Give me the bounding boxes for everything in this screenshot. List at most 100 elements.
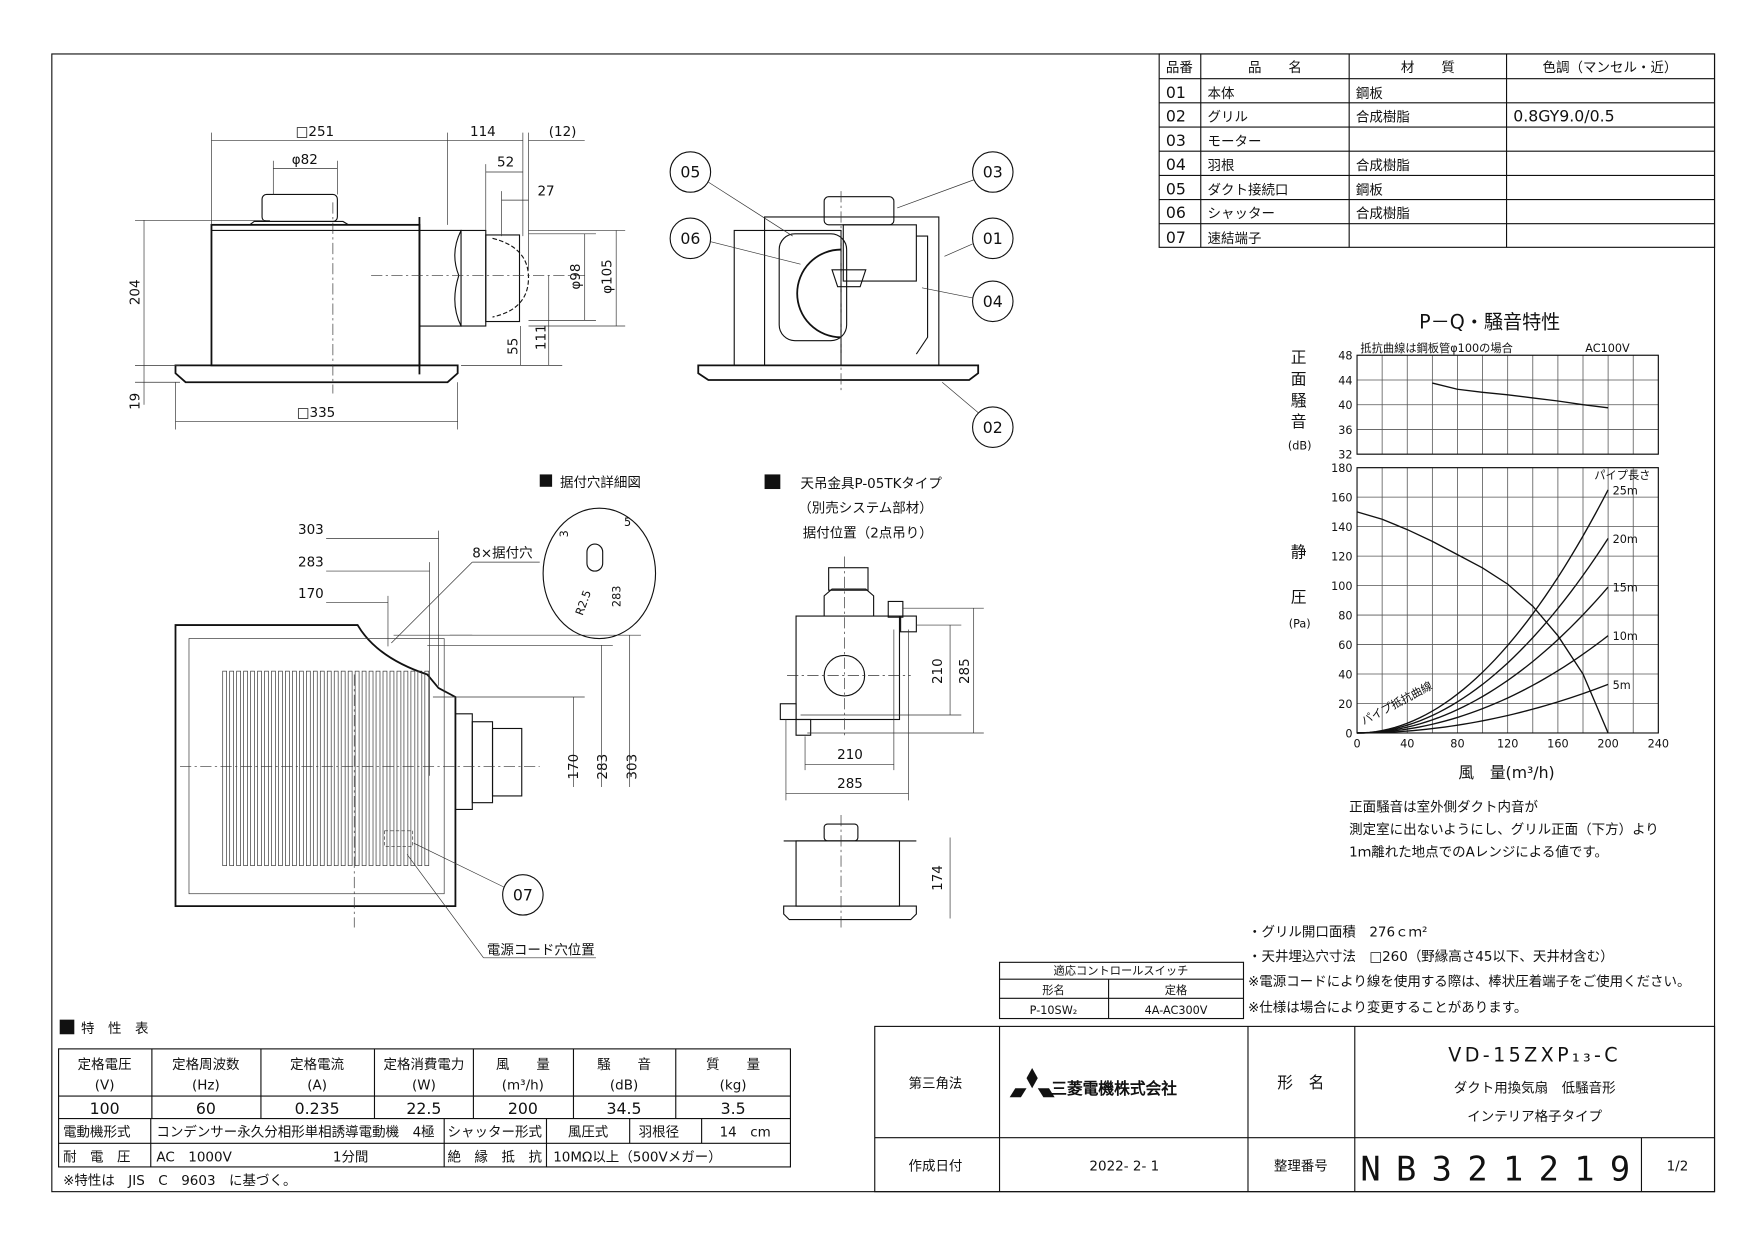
grille-louver: [229, 670, 234, 866]
pipe-curve-label: 15m: [1613, 582, 1638, 595]
svg-text:(A): (A): [307, 1077, 327, 1093]
pq-noise-chart: P－Q・騒音特性 抵抗曲線は鋼板管φ100の場合 AC100V 正 面 騒 音 …: [1288, 310, 1669, 782]
grille-louver: [396, 670, 402, 866]
dim-210-h: 210: [837, 747, 863, 763]
parts-header-name: 品 名: [1248, 60, 1302, 76]
svg-text:3.5: 3.5: [721, 1099, 746, 1118]
dim-210-v: 210: [930, 658, 946, 684]
svg-text:10MΩ以上（500Vメガー）: 10MΩ以上（500Vメガー）: [553, 1149, 721, 1165]
svg-text:三菱電機株式会社: 三菱電機株式会社: [1051, 1079, 1177, 1098]
chart-note: 抵抗曲線は鋼板管φ100の場合: [1360, 341, 1512, 355]
model-label: 形 名: [1277, 1073, 1324, 1092]
dim-303-v: 303: [624, 754, 640, 780]
svg-text:(kg): (kg): [720, 1077, 747, 1093]
grille-louver: [424, 670, 430, 866]
svg-text:05: 05: [680, 163, 700, 182]
spec-values: 100 60 0.235 22.5 200 34.5 3.5: [90, 1099, 746, 1118]
grille-louver: [361, 670, 367, 866]
noise-y-tick-label: 32: [1338, 449, 1352, 462]
grille-louver: [264, 670, 269, 866]
dim-52: 52: [497, 154, 514, 170]
dim-285-v: 285: [957, 658, 973, 684]
x-tick-label: 40: [1400, 738, 1414, 751]
svg-text:05: 05: [1166, 179, 1186, 198]
svg-text:グリル: グリル: [1208, 109, 1248, 125]
x-tick-label: 160: [1547, 738, 1568, 751]
svg-text:3: 3: [558, 530, 571, 537]
projection-method: 第三角法: [908, 1075, 962, 1092]
pressure-y-tick-label: 80: [1338, 610, 1352, 623]
grille-louver: [285, 670, 290, 866]
spec-marker-icon: [59, 1019, 75, 1035]
svg-text:風 量: 風 量: [496, 1057, 550, 1073]
balloon-03: 03: [897, 151, 1014, 209]
svg-text:01: 01: [983, 229, 1003, 248]
hanger-position: 据付位置（2点吊り）: [803, 525, 933, 541]
svg-text:(dB): (dB): [1288, 440, 1312, 453]
document-number: NB321219: [1360, 1149, 1630, 1188]
svg-text:合成樹脂: 合成樹脂: [1356, 109, 1410, 125]
dim-114: 114: [470, 124, 496, 140]
svg-text:正面騒音は室外側ダクト内音が: 正面騒音は室外側ダクト内音が: [1349, 799, 1538, 816]
pressure-plot-frame: [1356, 467, 1659, 734]
svg-text:100: 100: [90, 1099, 120, 1118]
spec-notes: ・グリル開口面積 276ｃｍ² ・天井埋込穴寸法 □260（野縁高さ45以下、天…: [1248, 924, 1691, 1015]
model-number: VD-15ZXP₁₃-C: [1448, 1043, 1621, 1066]
svg-text:定格電圧: 定格電圧: [78, 1057, 132, 1073]
grille-louver: [368, 670, 374, 866]
mitsubishi-logo: 三菱電機株式会社: [1009, 1067, 1177, 1098]
pressure-y-tick-label: 120: [1331, 551, 1352, 564]
noise-y-tick-label: 48: [1338, 350, 1352, 363]
svg-text:※電源コードにより線を使用する際は、棒状圧着端子をご使用くだ: ※電源コードにより線を使用する際は、棒状圧着端子をご使用ください。: [1248, 973, 1691, 990]
svg-text:耐 電 圧: 耐 電 圧: [63, 1149, 130, 1165]
svg-text:正: 正: [1291, 348, 1307, 367]
svg-text:定格周波数: 定格周波数: [172, 1057, 240, 1073]
pipe-curve-label: 20m: [1613, 533, 1638, 546]
spec-table: 特 性 表 定格電圧(V) 定格周波数(Hz) 定格電流(A) 定格消費電力(W…: [58, 1019, 791, 1189]
noise-plot-frame: [1356, 354, 1659, 455]
noise-curve: [1432, 382, 1609, 409]
svg-text:34.5: 34.5: [607, 1099, 642, 1118]
dim-phi98: φ98: [568, 264, 584, 290]
grille-louver: [354, 670, 360, 866]
parts-header-material: 材 質: [1401, 60, 1455, 76]
svg-text:・グリル開口面積 276ｃｍ²: ・グリル開口面積 276ｃｍ²: [1248, 924, 1427, 940]
chart-xlabel: 風 量(m³/h): [1458, 763, 1554, 782]
svg-text:07: 07: [513, 885, 533, 904]
x-tick-label: 200: [1597, 738, 1618, 751]
pressure-y-tick-label: 160: [1331, 492, 1352, 505]
grille-louver: [389, 670, 395, 866]
dim-phi105: φ105: [600, 259, 616, 294]
svg-text:※仕様は場合により変更することがあります。: ※仕様は場合により変更することがあります。: [1248, 999, 1527, 1016]
balloon-05: 05: [669, 151, 793, 237]
svg-text:本体: 本体: [1208, 86, 1235, 102]
dim-283-v: 283: [595, 754, 611, 780]
grille-louver: [299, 670, 304, 866]
pipe-length-header: パイプ長さ: [1594, 469, 1650, 482]
sheet-number: 1/2: [1667, 1158, 1689, 1174]
grille-louver: [403, 670, 409, 866]
chart-voltage: AC100V: [1585, 342, 1630, 355]
balloon-06: 06: [669, 217, 801, 265]
number-label: 整理番号: [1274, 1158, 1328, 1174]
spec-footnote: ※特性は JIS C 9603 に基づく。: [63, 1172, 296, 1189]
parts-header-no: 品番: [1166, 60, 1193, 76]
svg-text:03: 03: [1166, 131, 1186, 150]
product-type: インテリア格子タイプ: [1467, 1109, 1602, 1125]
grille-louver: [243, 670, 248, 866]
noise-ylabel: 正 面 騒 音 (dB): [1288, 348, 1312, 453]
svg-text:22.5: 22.5: [406, 1099, 441, 1118]
parts-header-color: 色調（マンセル・近）: [1543, 59, 1678, 76]
creation-date: 2022- 2- 1: [1089, 1158, 1159, 1174]
svg-text:02: 02: [983, 418, 1003, 437]
pipe-curve-label: 25m: [1613, 484, 1638, 497]
grille-louver: [250, 670, 255, 866]
grille-louver: [319, 670, 325, 866]
svg-text:シャッター: シャッター: [1208, 206, 1275, 222]
x-tick-label: 240: [1648, 738, 1669, 751]
dim-phi82: φ82: [292, 152, 318, 168]
mount-hole-detail: [542, 507, 657, 640]
